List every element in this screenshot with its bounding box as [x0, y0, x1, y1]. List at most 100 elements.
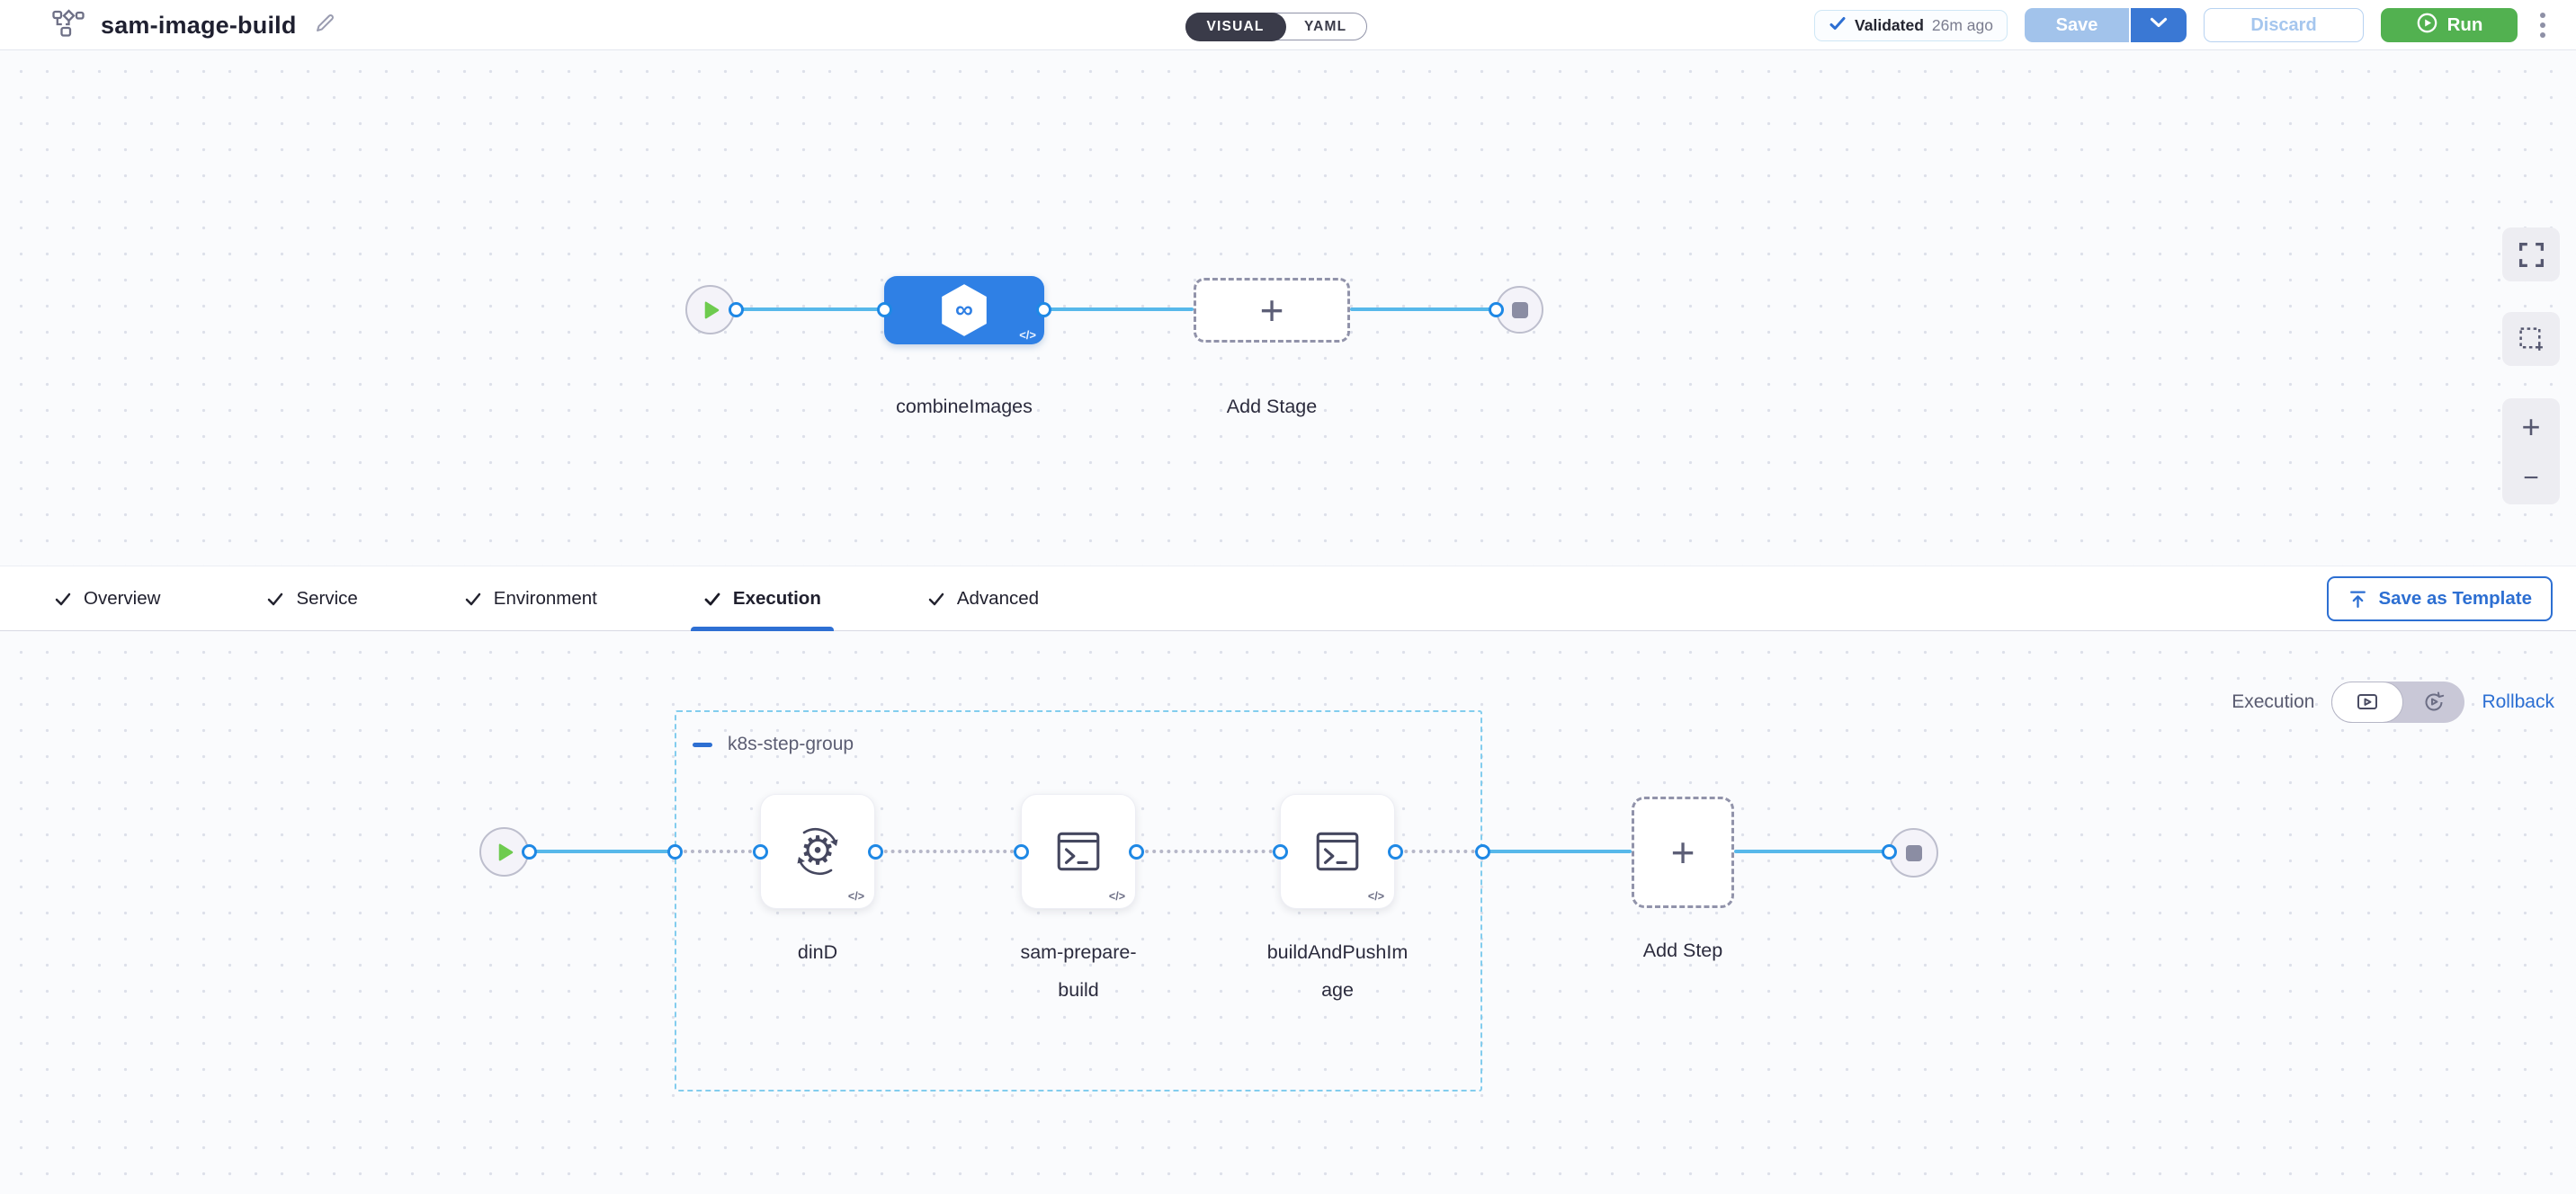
tab-service[interactable]: Service [266, 566, 358, 631]
save-button[interactable]: Save [2025, 8, 2129, 42]
terminal-icon [1316, 832, 1359, 871]
execution-canvas[interactable]: Execution Rollback [0, 631, 2576, 1194]
multi-select-button[interactable] [2502, 312, 2560, 366]
step-group-k8s[interactable]: k8s-step-group [675, 710, 1482, 1092]
execution-play-icon [2357, 694, 2378, 709]
stage-label[interactable]: combineImages [896, 396, 1033, 417]
rollback-mode-segment[interactable] [2403, 682, 2464, 723]
check-icon [55, 593, 71, 606]
connector-dot[interactable] [1475, 844, 1490, 860]
collapse-group-icon[interactable] [693, 742, 712, 747]
validated-check-icon [1829, 15, 1847, 36]
step-label[interactable]: sam-prepare-build [1020, 941, 1137, 1001]
execution-rollback-toggle[interactable] [2331, 682, 2465, 723]
chevron-down-icon [2150, 17, 2168, 33]
edit-pencil-icon[interactable] [313, 11, 337, 40]
fullscreen-button[interactable] [2502, 227, 2560, 281]
edge-line [1734, 850, 1889, 853]
edge-line [529, 850, 676, 853]
zoom-in-button[interactable]: + [2521, 408, 2541, 445]
check-icon [268, 593, 283, 606]
connector-dot[interactable] [1273, 844, 1288, 860]
edge-line [1350, 307, 1496, 311]
edge-line [736, 307, 891, 311]
connector-dot[interactable] [1882, 844, 1897, 860]
pipeline-start-node[interactable] [685, 285, 735, 334]
add-stage-button[interactable]: + [1194, 278, 1350, 343]
header-actions: Validated 26m ago Save Discard [1814, 0, 2551, 50]
save-button-divider [2129, 8, 2131, 42]
plus-icon: + [1259, 287, 1284, 334]
stage-tabbar: Overview Service Environment Execution A… [0, 566, 2576, 631]
run-play-icon [2416, 12, 2438, 40]
add-stage-label[interactable]: Add Stage [1226, 396, 1318, 417]
execution-rollback-switch: Execution Rollback [2232, 682, 2554, 723]
connector-dot[interactable] [868, 844, 883, 860]
tab-environment[interactable]: Environment [464, 566, 597, 631]
step-node-buildandpushimage[interactable]: </> [1280, 794, 1395, 909]
edge-line-dotted [1138, 850, 1280, 853]
marquee-select-icon [2518, 326, 2543, 351]
step-node-dind[interactable]: ⚙ </> [760, 794, 875, 909]
validated-label: Validated [1855, 15, 1924, 34]
visual-toggle-option[interactable]: VISUAL [1185, 12, 1286, 41]
rollback-link[interactable]: Rollback [2482, 691, 2554, 712]
kebab-menu-icon[interactable] [2535, 9, 2551, 41]
code-icon[interactable]: </> [1019, 328, 1036, 342]
execution-mode-segment[interactable] [2331, 682, 2404, 723]
code-icon[interactable]: </> [1367, 890, 1384, 903]
edge-line-dotted [877, 850, 1021, 853]
check-icon [704, 593, 720, 606]
step-node-sam-prepare-build[interactable]: </> [1021, 794, 1136, 909]
connector-dot[interactable] [1129, 844, 1144, 860]
step-group-label[interactable]: k8s-step-group [728, 734, 854, 754]
stop-square-icon [1905, 844, 1922, 861]
svg-text:∞: ∞ [955, 295, 973, 323]
terminal-icon [1057, 832, 1100, 871]
tab-execution[interactable]: Execution [690, 566, 834, 631]
fullscreen-icon [2518, 242, 2544, 267]
add-step-label[interactable]: Add Step [1642, 940, 1723, 961]
connector-dot[interactable] [1014, 844, 1029, 860]
tab-label: Execution [732, 588, 821, 609]
check-icon [928, 593, 944, 606]
discard-button[interactable]: Discard [2204, 8, 2364, 42]
stage-node-combineimages[interactable]: ∞ </> [884, 276, 1044, 344]
step-label[interactable]: dinD [797, 941, 838, 963]
visual-yaml-toggle: VISUAL YAML [1185, 12, 1368, 41]
step-group-header: k8s-step-group [693, 734, 854, 755]
save-as-template-button[interactable]: Save as Template [2327, 576, 2553, 621]
tab-label: Service [296, 588, 358, 609]
check-icon [465, 593, 481, 606]
tab-advanced[interactable]: Advanced [927, 566, 1039, 631]
save-options-button[interactable] [2131, 8, 2187, 42]
header-bar: sam-image-build VISUAL YAML Validated 26… [0, 0, 2576, 50]
code-icon[interactable]: </> [847, 890, 864, 903]
play-triangle-icon [498, 843, 514, 860]
save-as-template-label: Save as Template [2378, 588, 2532, 609]
connector-dot[interactable] [877, 302, 892, 317]
stage-canvas[interactable]: ∞ </> + combineImages Add Stage [0, 50, 2576, 566]
connector-dot[interactable] [667, 844, 683, 860]
yaml-toggle-option[interactable]: YAML [1304, 18, 1347, 34]
execution-start-node[interactable] [479, 827, 529, 877]
code-icon[interactable]: </> [1108, 890, 1125, 903]
step-label[interactable]: buildAndPushImage [1266, 941, 1409, 1001]
play-triangle-icon [704, 301, 720, 318]
connector-dot[interactable] [753, 844, 768, 860]
zoom-out-button[interactable]: − [2523, 463, 2539, 493]
validated-badge[interactable]: Validated 26m ago [1814, 9, 2008, 41]
add-step-button[interactable]: + [1632, 797, 1734, 908]
tab-label: Advanced [956, 588, 1040, 609]
connector-dot[interactable] [522, 844, 537, 860]
connector-dot[interactable] [1388, 844, 1403, 860]
pipeline-title: sam-image-build [101, 11, 297, 39]
connector-dot[interactable] [729, 302, 744, 317]
connector-dot[interactable] [1036, 302, 1051, 317]
run-button[interactable]: Run [2381, 8, 2518, 42]
connector-dot[interactable] [1489, 302, 1504, 317]
custom-stage-hexagon-icon: ∞ [942, 284, 987, 336]
header-left: sam-image-build [52, 0, 337, 50]
zoom-controls: + − [2502, 398, 2560, 504]
tab-overview[interactable]: Overview [54, 566, 160, 631]
